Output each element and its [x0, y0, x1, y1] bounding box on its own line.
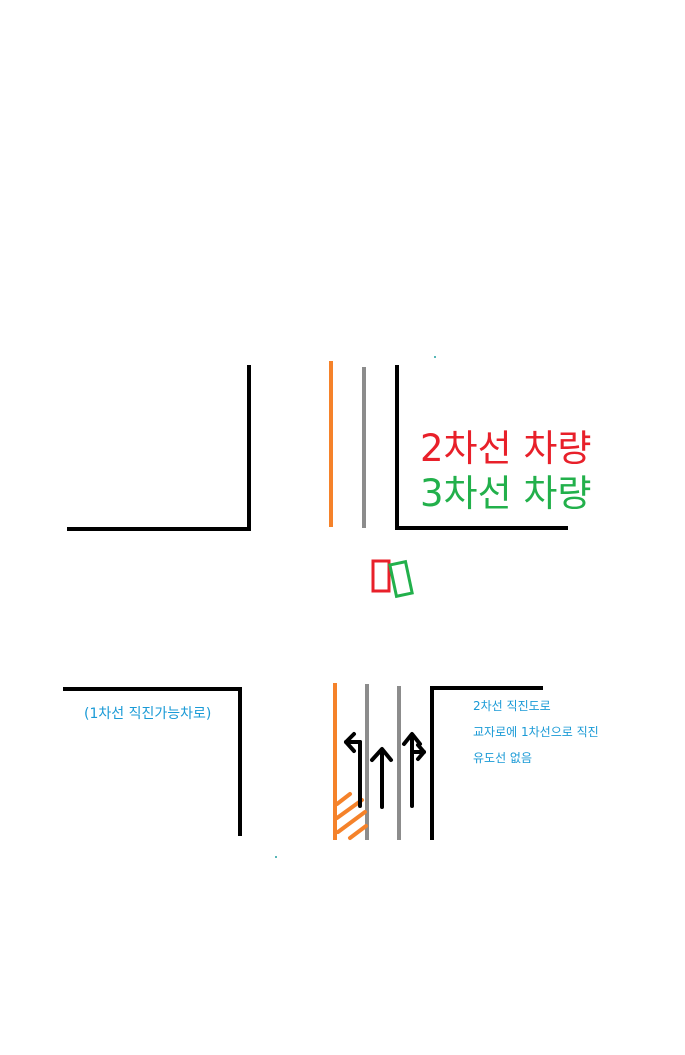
legend-lane3-vehicle: 3차선 차량: [420, 472, 592, 515]
curb-top-left: [67, 365, 251, 531]
straight-arrow-icon: [370, 747, 393, 809]
curb-bottom-right: [430, 686, 543, 840]
legend-lane2-vehicle: 2차선 차량: [420, 427, 592, 470]
note-lane2-line3: 유도선 없음: [473, 751, 533, 765]
note-lane2-line2: 교자로에 1차선으로 직진: [473, 725, 599, 739]
stray-dot-top: [434, 356, 436, 358]
lane3-vehicle: [388, 559, 414, 599]
stray-dot-bottom: [275, 856, 277, 858]
note-lane1-straight: (1차선 직진가능차로): [84, 706, 212, 722]
curb-bottom-left: [63, 687, 242, 836]
hatched-zone: [335, 792, 368, 840]
left-straight-arrow-icon: [344, 732, 362, 808]
straight-right-arrow-icon: [402, 732, 426, 808]
lane2-vehicle: [371, 559, 391, 593]
note-lane2-line1: 2차선 직진도로: [473, 699, 551, 713]
curb-top-right: [395, 365, 568, 530]
